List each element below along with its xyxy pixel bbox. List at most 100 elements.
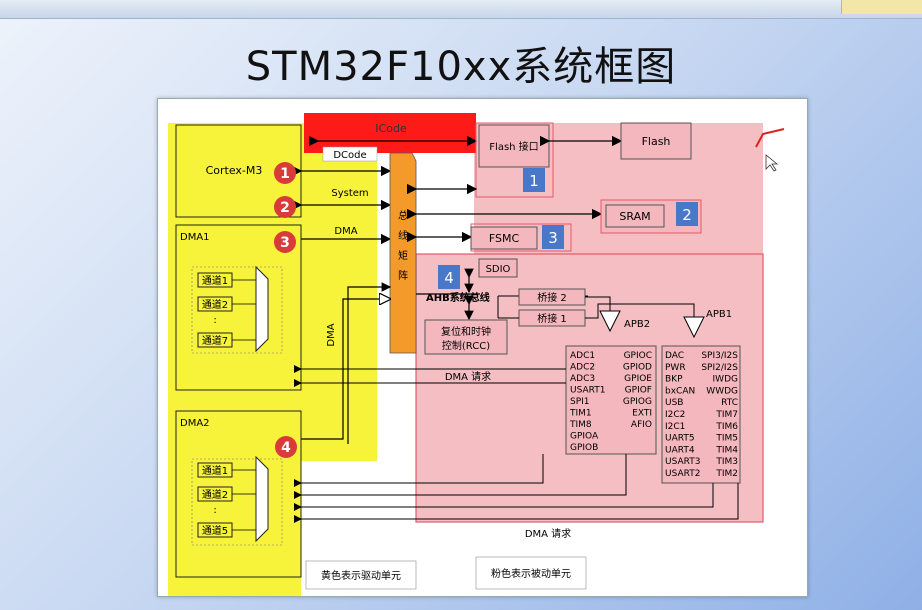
apb1_right-item: TIM4 [715, 445, 738, 455]
apb1_right-item: TIM7 [715, 410, 738, 420]
blue-marker-4-label: 4 [444, 269, 454, 287]
apb1_left-item: DAC [665, 351, 684, 361]
dma2-channel-1-label: 通道1 [202, 464, 228, 477]
apb1_left-item: I2C2 [665, 410, 685, 420]
apb1_right-item: TIM5 [715, 434, 738, 444]
bus-matrix-char-1: 总 [398, 209, 408, 222]
ahb-label: AHB系统总线 [426, 291, 490, 304]
red-marker-3 [274, 231, 296, 253]
sdio-label: SDIO [486, 264, 511, 275]
apb1_right-item: WWDG [706, 386, 738, 396]
window-top-bar [0, 0, 922, 19]
apb1-right-list: SPI3/I2SSPI2/I2SIWDGWWDGRTCTIM7TIM6TIM5T… [701, 351, 738, 479]
dma1-channel-2-label: 通道2 [202, 298, 228, 311]
flash-interface-label: Flash 接口 [489, 140, 538, 153]
blue-marker-3 [542, 225, 564, 249]
apb2_right-item: AFIO [631, 420, 652, 430]
rcc-label-line2: 控制(RCC) [442, 339, 490, 352]
dcode-box [322, 146, 378, 162]
red-marker-1-label: 1 [280, 166, 290, 182]
apb2_left-item: ADC2 [570, 363, 595, 373]
apb2_left-item: USART1 [570, 386, 605, 396]
system-label: System [331, 188, 368, 199]
dma2-channel-2-label: 通道2 [202, 488, 228, 501]
blue-marker-2-label: 2 [682, 206, 692, 224]
dma2-label: DMA2 [180, 418, 210, 429]
apb2_right-item: GPIOG [623, 397, 652, 407]
apb2_right-item: EXTI [632, 409, 652, 419]
apb1_right-item: SPI3/I2S [701, 351, 738, 361]
cortex-m3-label: Cortex-M3 [206, 164, 263, 177]
apb1_left-item: USART2 [665, 469, 700, 479]
dma-request-label-2: DMA 请求 [525, 527, 571, 540]
red-marker-2-label: 2 [280, 200, 290, 216]
apb1_left-item: bxCAN [665, 386, 695, 396]
dma2-mux [255, 455, 269, 543]
dma1-channel-7-label: 通道7 [202, 334, 228, 347]
apb1_left-item: USB [665, 398, 683, 408]
bus-matrix-char-3: 矩 [398, 249, 408, 262]
flash-box [620, 122, 692, 160]
apb1_right-item: SPI2/I2S [701, 363, 738, 373]
apb1-peripherals-box [661, 345, 741, 484]
apb1_left-item: BKP [665, 375, 683, 385]
dma-vertical-label: DMA [326, 323, 337, 346]
bus-matrix-char-2: 线 [398, 229, 408, 242]
red-marker-3-label: 3 [280, 235, 290, 251]
apb2_right-item: GPIOE [624, 374, 652, 384]
apb1_right-item: TIM3 [715, 457, 738, 467]
dma2-channel-5-label: 通道5 [202, 524, 228, 537]
apb1_left-item: PWR [665, 363, 686, 373]
sdio-box [478, 258, 518, 278]
apb1_right-item: IWDG [713, 375, 738, 385]
apb2_left-item: ADC3 [570, 374, 595, 384]
apb2_left-item: GPIOA [570, 432, 599, 442]
bridge2-label: 桥接 2 [537, 291, 567, 304]
blue-marker-2 [676, 202, 698, 226]
dma1-box [175, 224, 302, 391]
dcode-label: DCode [333, 150, 366, 161]
fsmc-box [470, 226, 538, 250]
rcc-box [424, 319, 508, 355]
blue-marker-1-label: 1 [529, 172, 539, 190]
apb2_right-item: GPIOC [624, 351, 652, 361]
dma1-label: DMA1 [180, 232, 210, 243]
dma1-dots: : [213, 315, 216, 326]
flash-label: Flash [642, 135, 671, 148]
flash-interface-frame [475, 122, 554, 198]
red-marker-4 [275, 436, 297, 458]
bridge1-label: 桥接 1 [537, 312, 567, 325]
bus-matrix-char-4: 阵 [398, 269, 408, 282]
apb1_left-item: UART4 [665, 445, 695, 455]
legend-active-label: 黄色表示驱动单元 [321, 569, 401, 582]
dma2-dots: : [213, 505, 216, 516]
dma1-channel-1-label: 通道1 [202, 274, 228, 287]
fsmc-label: FSMC [489, 232, 520, 245]
apb2_left-item: TIM1 [569, 409, 592, 419]
passive-region-border [415, 253, 764, 523]
sram-label: SRAM [619, 210, 650, 223]
red-marker-4-label: 4 [281, 440, 291, 456]
apb2-peripherals-box [565, 345, 657, 455]
apb1-left-list: DACPWRBKPbxCANUSBI2C2I2C1UART5UART4USART… [665, 351, 700, 479]
red-marker-1 [274, 162, 296, 184]
legend-passive-label: 粉色表示被动单元 [491, 567, 571, 580]
red-marker-2 [274, 196, 296, 218]
apb2_right-item: GPIOF [625, 386, 652, 396]
blue-marker-4 [438, 265, 460, 289]
slide-title: STM32F10xx系统框图 [245, 44, 677, 90]
blue-marker-1 [523, 168, 545, 192]
apb1_left-item: USART3 [665, 457, 700, 467]
apb1_right-item: RTC [721, 398, 738, 408]
icode-bar [304, 113, 476, 153]
dma1-mux [255, 265, 269, 353]
diagram-frame: ICode Cortex-M3 DCode System DMA 总 线 矩 阵… [157, 98, 808, 597]
apb2_left-item: ADC1 [570, 351, 595, 361]
dma-bus-label: DMA [334, 226, 357, 237]
top-right-tab [841, 0, 922, 14]
dma-request-label-1: DMA 请求 [445, 370, 491, 383]
block-diagram: ICode Cortex-M3 DCode System DMA 总 线 矩 阵… [168, 113, 785, 596]
rcc-label-line1: 复位和时钟 [441, 325, 491, 338]
